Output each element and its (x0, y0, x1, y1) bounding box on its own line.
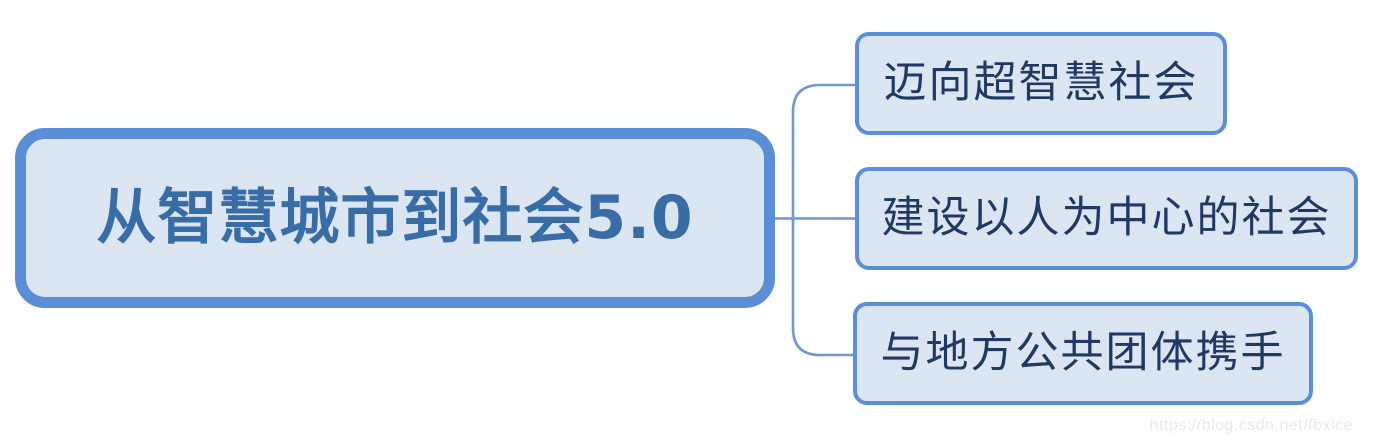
connector-trunk (791, 83, 855, 357)
root-node[interactable]: 从智慧城市到社会5.0 (15, 128, 775, 308)
child-node-1[interactable]: 迈向超智慧社会 (855, 32, 1227, 135)
child-node-3[interactable]: 与地方公共团体携手 (853, 302, 1313, 405)
root-node-label: 从智慧城市到社会5.0 (96, 183, 694, 253)
child-node-1-label: 迈向超智慧社会 (883, 58, 1199, 108)
watermark: https://blog.csdn.net/fbxice (1149, 417, 1353, 434)
child-node-2-label: 建设以人为中心的社会 (881, 193, 1332, 243)
child-node-3-label: 与地方公共团体携手 (880, 328, 1286, 378)
child-node-2[interactable]: 建设以人为中心的社会 (855, 167, 1358, 270)
